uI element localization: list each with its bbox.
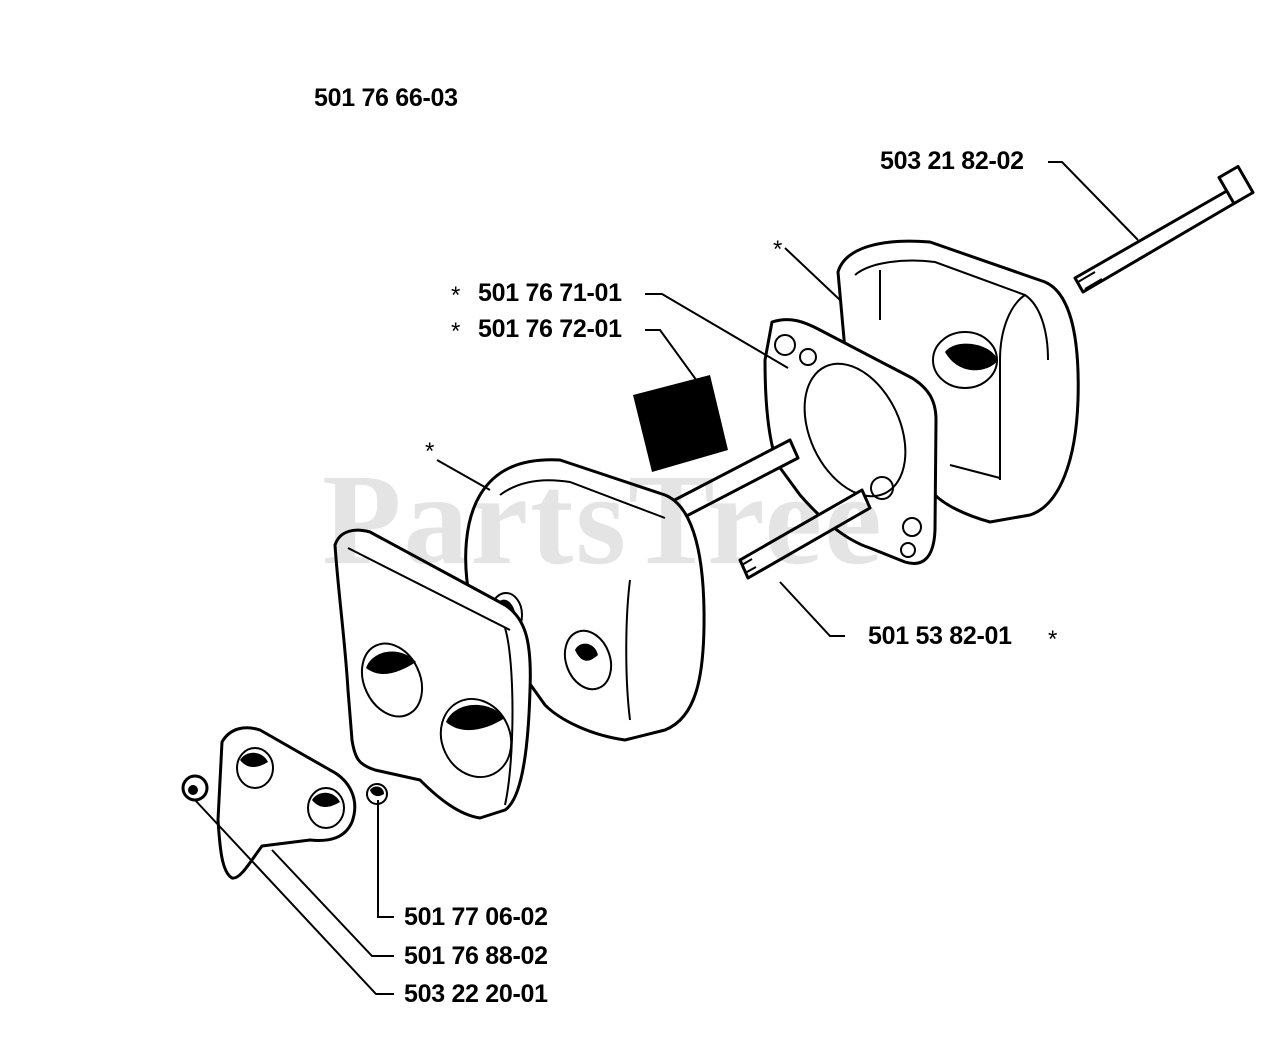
bolt	[1073, 165, 1255, 294]
callout-bolt: 503 21 82-02	[880, 147, 1024, 175]
gasket	[216, 726, 357, 880]
asterisk-screen: *	[451, 318, 461, 345]
baffle-plate	[763, 318, 938, 565]
callout-stud: 501 53 82-01	[868, 622, 1012, 650]
studs	[663, 438, 872, 580]
asterisk-baffle: *	[451, 282, 461, 309]
callout-nut: 503 22 20-01	[404, 980, 548, 1008]
callout-gasket: 501 76 88-02	[404, 942, 548, 970]
screen	[633, 375, 728, 472]
asterisk-stud: *	[1048, 626, 1058, 653]
nut	[181, 774, 209, 802]
callout-heat-shield: 501 77 06-02	[404, 903, 548, 931]
callout-screen: 501 76 72-01	[478, 315, 622, 343]
heat-shield	[333, 528, 532, 820]
asterisk-rear-cover: *	[773, 236, 783, 263]
leader-lines	[194, 161, 1139, 995]
muffler-cover-rear	[836, 239, 1080, 524]
callout-baffle: 501 76 71-01	[478, 279, 622, 307]
assembly-number: 501 76 66-03	[314, 84, 458, 112]
asterisk-front-body: *	[425, 438, 435, 465]
watermark: PartsTree	[322, 448, 884, 592]
